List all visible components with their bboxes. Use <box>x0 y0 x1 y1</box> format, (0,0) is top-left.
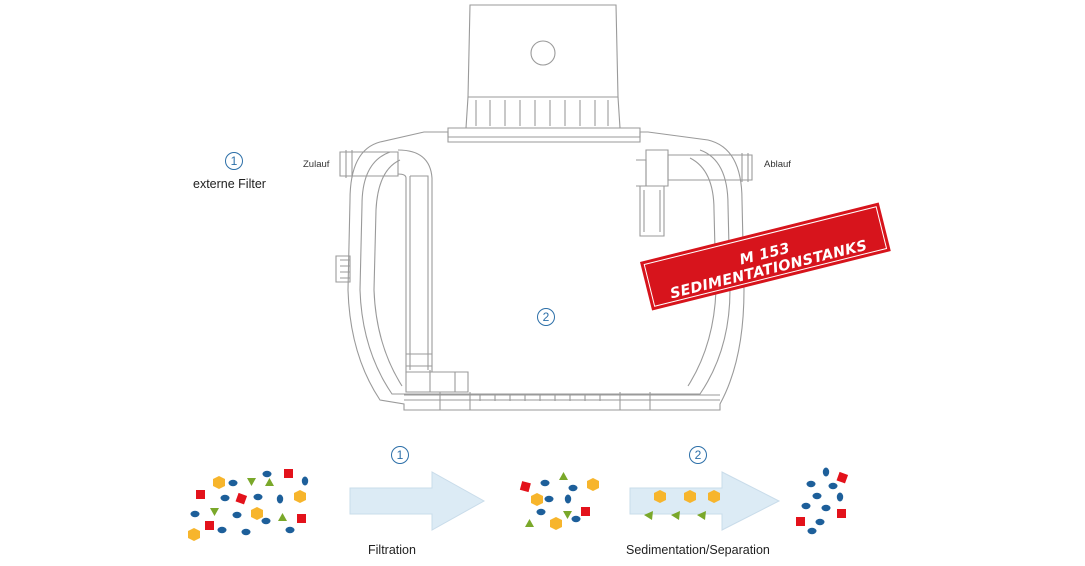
marker-two-flow: 2 <box>689 446 707 464</box>
particles-in-arrow <box>644 490 720 520</box>
sedimentation-label: Sedimentation/Separation <box>626 543 770 557</box>
marker-two-tank: 2 <box>537 308 555 326</box>
sedimentation-arrow <box>629 471 781 531</box>
filtration-label: Filtration <box>368 543 416 557</box>
zulauf-label: Zulauf <box>303 159 330 170</box>
filtration-arrow <box>349 471 486 531</box>
externe-filter-label: externe Filter <box>193 177 266 191</box>
particles-filtered <box>519 472 599 530</box>
particles-raw <box>188 469 309 541</box>
marker-one-top: 1 <box>225 152 243 170</box>
marker-one-flow: 1 <box>391 446 409 464</box>
ablauf-label: Ablauf <box>764 159 791 170</box>
particles-separated <box>796 467 849 535</box>
